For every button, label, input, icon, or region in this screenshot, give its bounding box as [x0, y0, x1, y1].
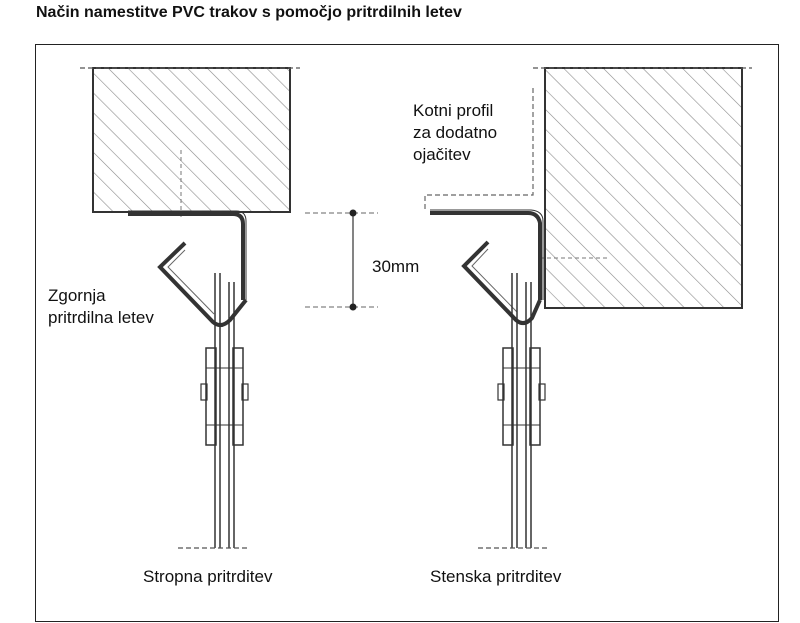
upper-strip-label-line2: pritrdilna letev — [48, 308, 154, 327]
dimension-30mm — [305, 209, 378, 311]
corner-profile-label: Kotni profil za dodatno ojačitev — [413, 100, 497, 166]
corner-profile — [424, 88, 534, 212]
wall-mount-drawing — [424, 67, 752, 549]
corner-profile-label-line2: za dodatno — [413, 123, 498, 142]
corner-profile-label-line3: ojačitev — [413, 145, 471, 164]
ceiling-block — [92, 67, 291, 213]
ceiling-mount-caption: Stropna pritrditev — [143, 567, 273, 586]
ceiling-clamp-right — [232, 347, 244, 446]
corner-profile-label-line1: Kotni profil — [413, 101, 494, 120]
wall-fixing-strip — [430, 211, 542, 300]
ceiling-clamp-left — [205, 347, 217, 446]
ceiling-mount-drawing — [80, 67, 300, 549]
dimension-label: 30mm — [372, 257, 420, 276]
diagram-frame — [35, 44, 779, 622]
wall-clamp-left — [502, 347, 514, 446]
upper-strip-label: Zgornja pritrdilna letev — [48, 285, 154, 329]
wall-mount-caption: Stenska pritrditev — [430, 567, 562, 586]
upper-strip-label-line1: Zgornja — [48, 286, 106, 305]
upper-fixing-strip — [128, 212, 245, 300]
ceiling-hook-clip — [157, 241, 248, 327]
wall-hook-clip — [461, 240, 542, 325]
wall-block — [544, 67, 743, 309]
wall-clamp-right — [529, 347, 541, 446]
page-title: Način namestitve PVC trakov s pomočjo pr… — [36, 4, 462, 21]
